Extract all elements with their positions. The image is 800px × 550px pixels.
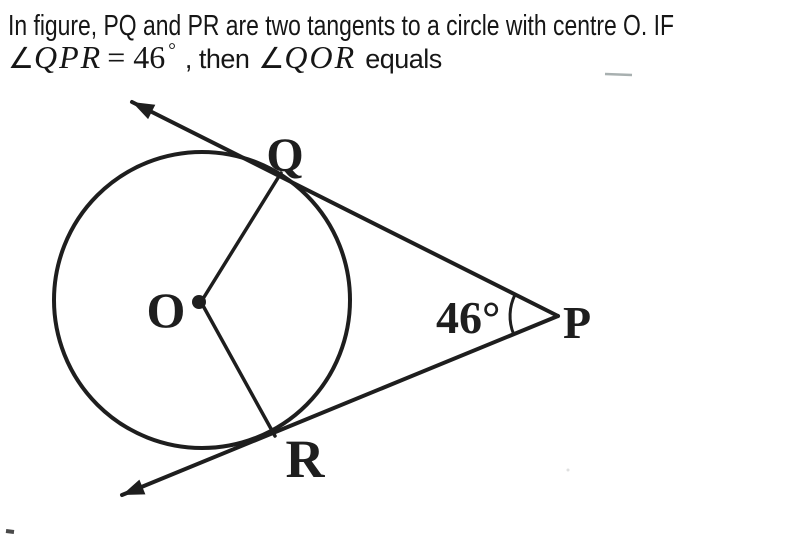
- angle-symbol: ∠: [258, 41, 285, 75]
- arrowhead-upper-icon: [132, 102, 156, 120]
- label-o: O: [147, 282, 186, 338]
- math-angle-qpr: QPR: [34, 39, 103, 75]
- label-r: R: [286, 429, 326, 489]
- scan-corner-mark: [5, 529, 15, 534]
- degree-symbol: °: [168, 40, 176, 61]
- question-line-1: In figure, PQ and PR are two tangents to…: [8, 10, 674, 42]
- angle-symbol: ∠: [8, 41, 34, 75]
- label-p: P: [563, 297, 591, 348]
- label-angle-46: 46°: [436, 292, 500, 343]
- scan-smudge-dash: [604, 72, 633, 77]
- equation-value: = 46: [107, 39, 166, 75]
- math-angle-qor: QOR: [284, 39, 357, 75]
- center-dot: [192, 295, 206, 309]
- tangent-pr-line: [120, 314, 560, 497]
- scan-speck: [566, 468, 570, 472]
- label-q: Q: [266, 129, 303, 182]
- radius-or-line: [199, 300, 277, 438]
- connector-text: , then: [184, 44, 250, 74]
- arrowhead-lower-icon: [122, 479, 146, 495]
- tangent-pq-line: [130, 100, 560, 318]
- angle-arc: [508, 293, 517, 335]
- circle: [52, 150, 352, 450]
- suffix-text: equals: [365, 44, 442, 74]
- radius-oq-line: [199, 171, 283, 304]
